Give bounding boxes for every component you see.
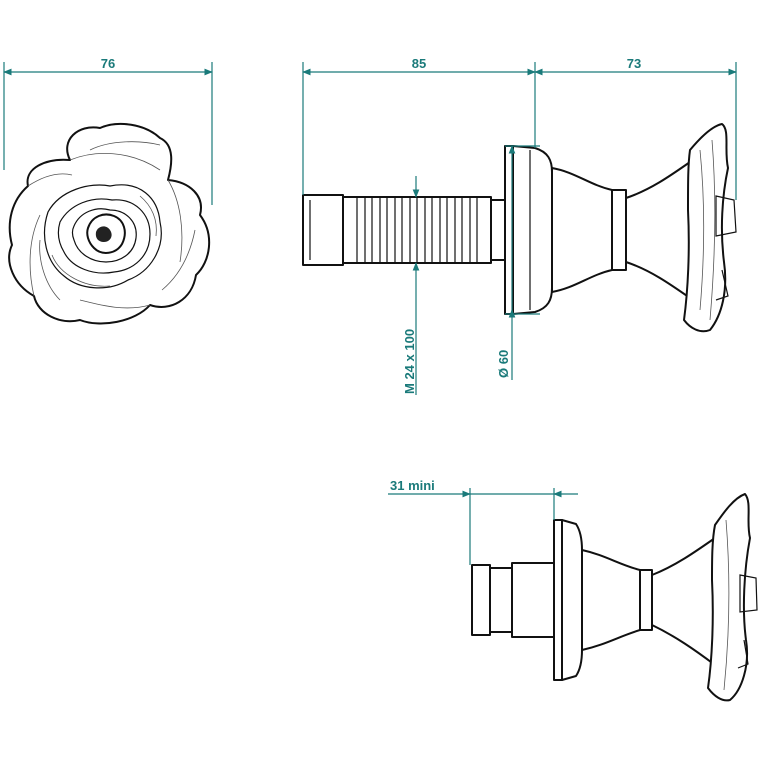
dimension-rose-width: 76 bbox=[3, 56, 213, 205]
base-diameter-label: Ø 60 bbox=[496, 350, 511, 378]
dimension-thread: M 24 x 100 bbox=[402, 176, 420, 395]
shank-length-label: 85 bbox=[412, 56, 426, 71]
rose-front-view bbox=[8, 122, 211, 325]
min-length-label: 31 mini bbox=[390, 478, 435, 493]
side-view-short bbox=[471, 493, 758, 702]
thread-label: M 24 x 100 bbox=[402, 329, 417, 394]
dimension-shank-length: 85 bbox=[302, 56, 536, 195]
dimension-head-length: 73 bbox=[534, 56, 737, 200]
rose-width-label: 76 bbox=[101, 56, 115, 71]
dimension-base-diameter: Ø 60 bbox=[496, 145, 540, 380]
dimension-min-length: 31 mini bbox=[388, 478, 578, 565]
side-view-long bbox=[302, 123, 737, 333]
head-length-label: 73 bbox=[627, 56, 641, 71]
